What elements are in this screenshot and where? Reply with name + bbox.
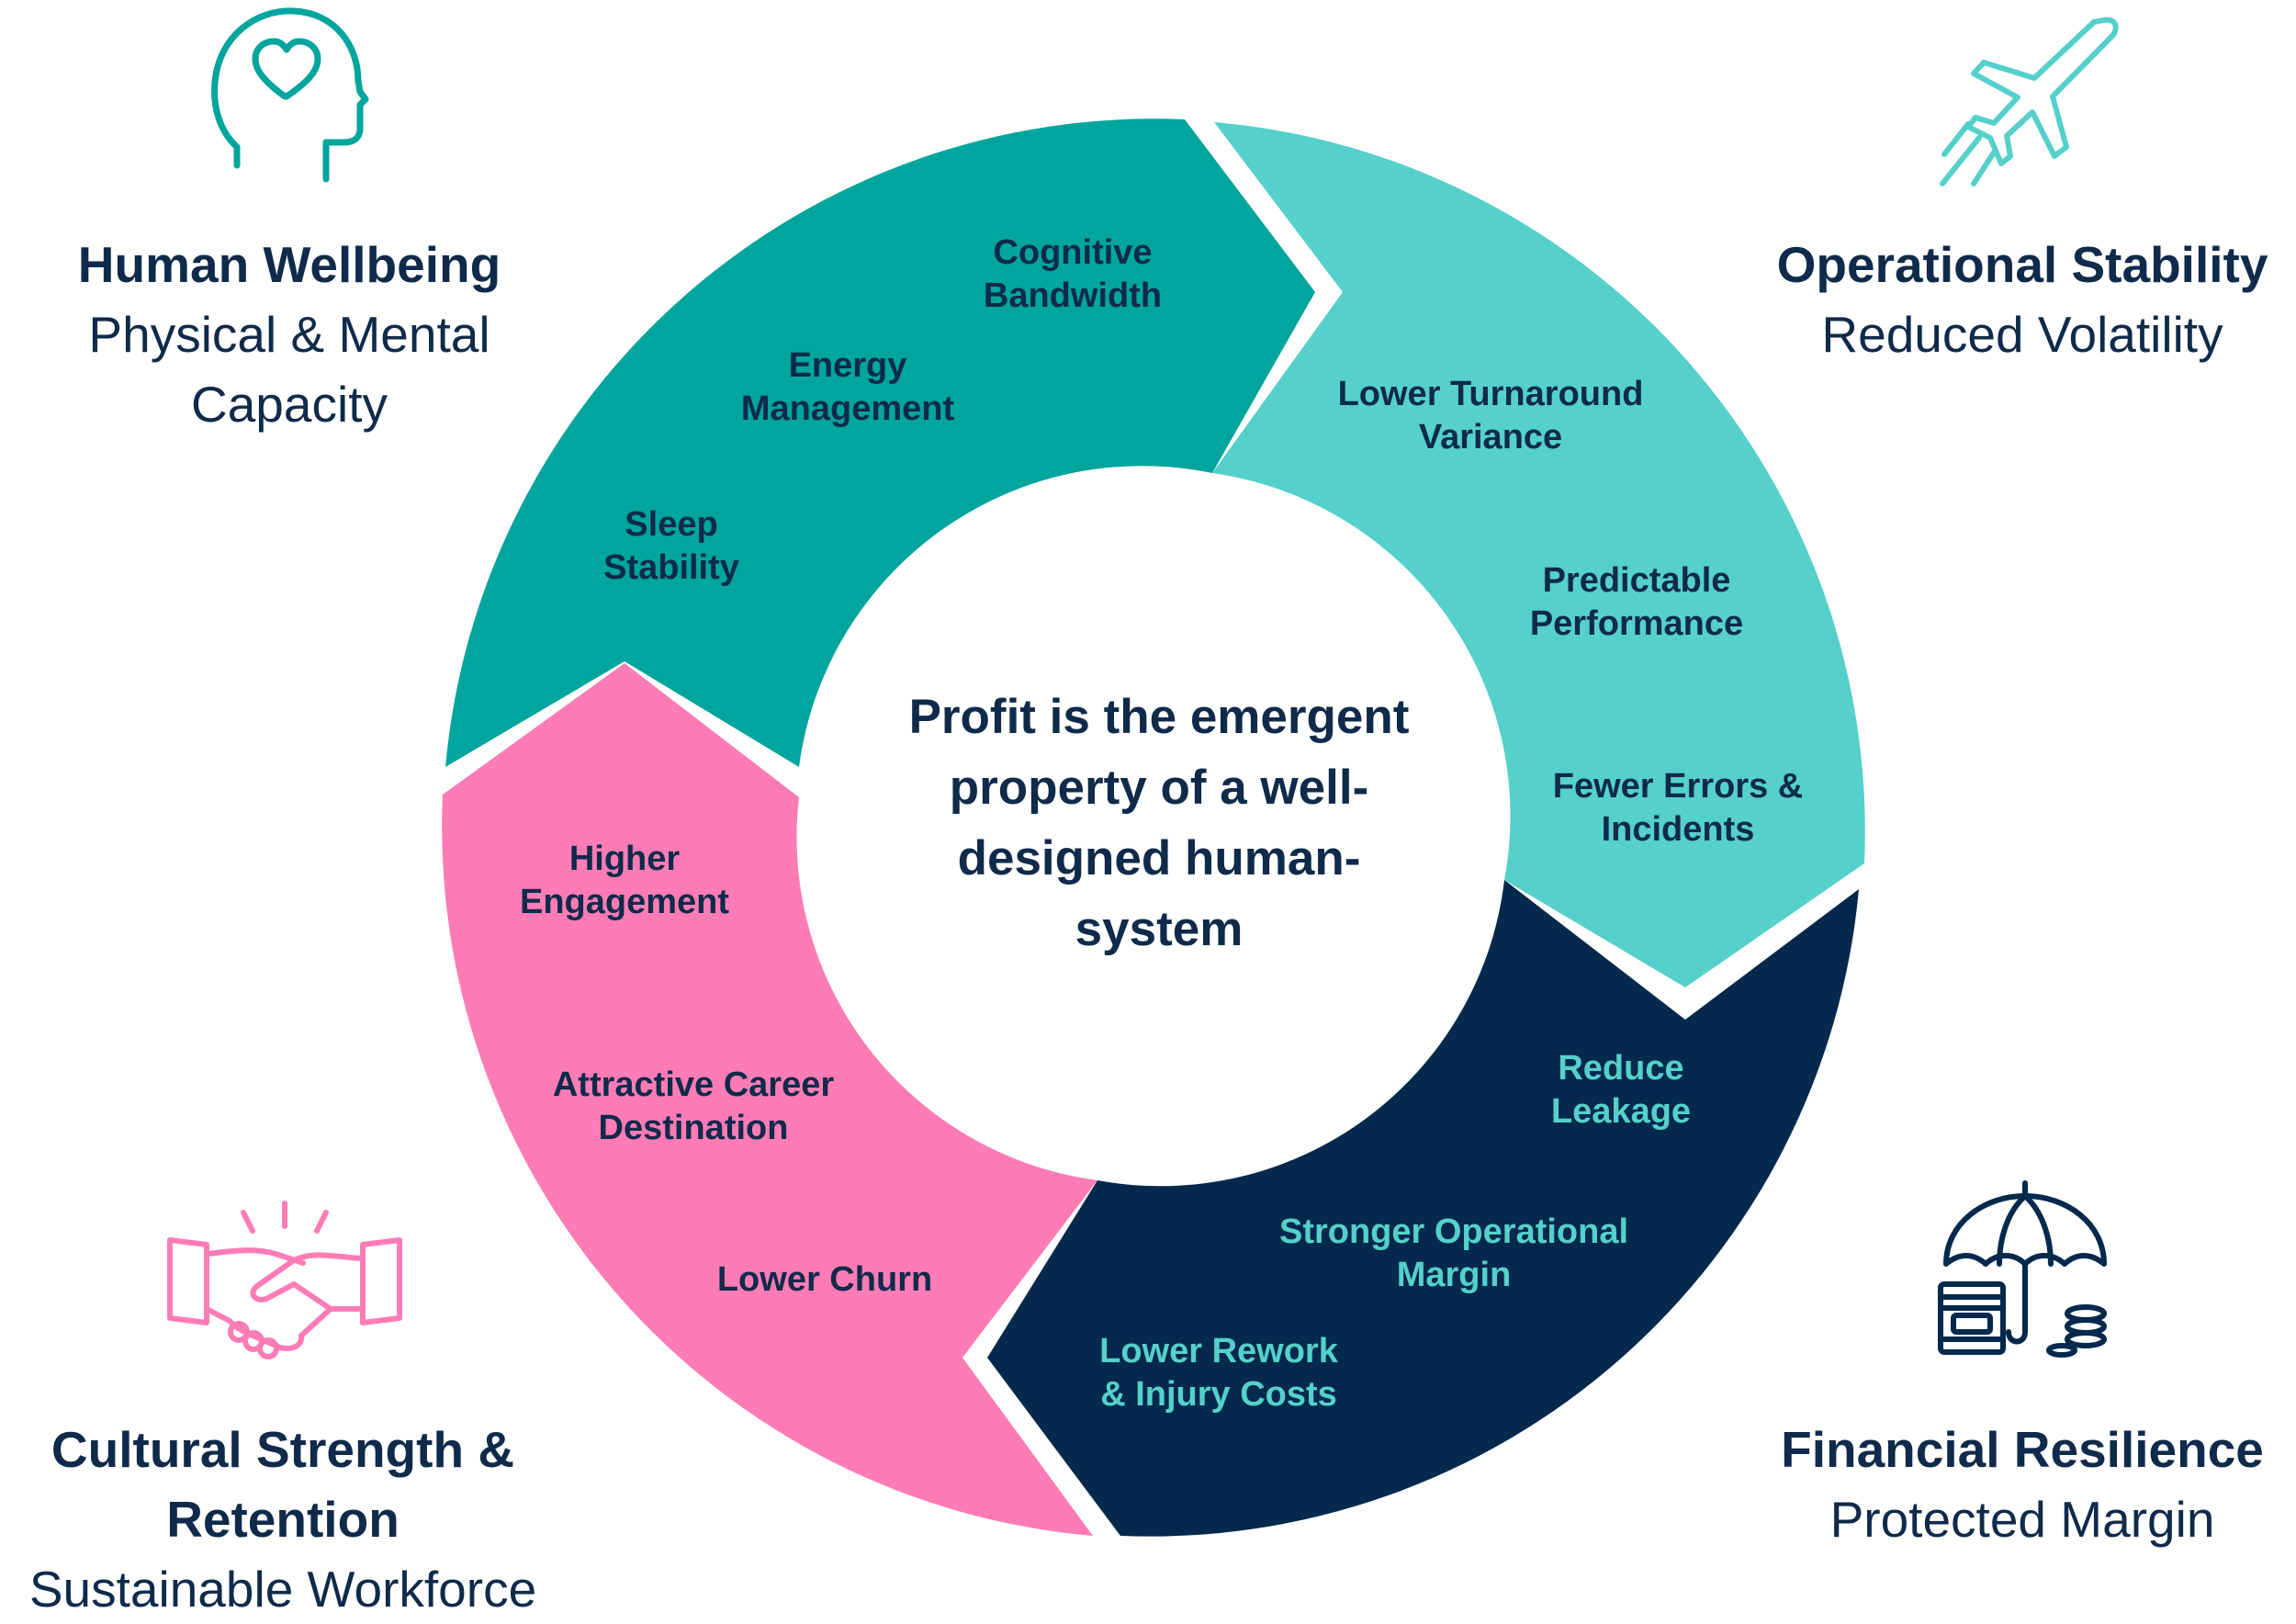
corner-operational-stability: Operational Stability Reduced Volatility [1777, 230, 2268, 369]
corner-title: Cultural Strength & Retention [51, 1421, 515, 1548]
corner-subtitle: Physical & Mental Capacity [88, 306, 490, 433]
label-lower-churn: Lower Churn [716, 1260, 933, 1299]
label-lower-rework-injury-costs: Lower Rework & Injury Costs [1099, 1332, 1338, 1414]
label-energy-management: Energy Management [740, 346, 955, 428]
label-stronger-operational-margin: Stronger Operational Margin [1278, 1212, 1629, 1294]
head-heart-icon [211, 7, 369, 183]
label-higher-engagement: Higher Engagement [519, 840, 730, 921]
label-lower-turnaround-variance: Lower Turnaround Variance [1337, 375, 1644, 457]
segment-financial-resilience [987, 880, 1859, 1537]
corner-title: Financial Resilience [1781, 1421, 2264, 1478]
label-fewer-errors-incidents: Fewer Errors & Incidents [1552, 767, 1804, 849]
label-cognitive-bandwidth: Cognitive Bandwidth [983, 233, 1163, 315]
label-reduce-leakage: Reduce Leakage [1550, 1049, 1692, 1131]
umbrella-money-icon [1938, 1180, 2107, 1358]
corner-cultural-strength: Cultural Strength & Retention Sustainabl… [0, 1415, 568, 1624]
label-predictable-performance: Predictable Performance [1529, 561, 1744, 643]
corner-subtitle: Protected Margin [1829, 1491, 2215, 1548]
corner-title: Operational Stability [1776, 236, 2268, 293]
corner-financial-resilience: Financial Resilience Protected Margin [1781, 1415, 2264, 1554]
corner-subtitle: Sustainable Workforce [28, 1561, 537, 1618]
center-circle [813, 490, 1505, 1182]
handshake-icon [167, 1201, 402, 1359]
segment-operational-stability [1212, 122, 1865, 987]
airplane-icon [1940, 17, 2119, 186]
segment-human-wellbeing [445, 118, 1315, 768]
corner-title: Human Wellbeing [77, 236, 501, 293]
corner-human-wellbeing: Human Wellbeing Physical & Mental Capaci… [32, 230, 546, 439]
label-attractive-career-destination: Attractive Career Destination [552, 1066, 835, 1147]
segment-cultural-strength [442, 663, 1097, 1536]
label-sleep-stability: Sleep Stability [603, 505, 739, 587]
center-statement: Profit is the emergent property of a wel… [908, 690, 1410, 956]
corner-subtitle: Reduced Volatility [1821, 306, 2223, 363]
